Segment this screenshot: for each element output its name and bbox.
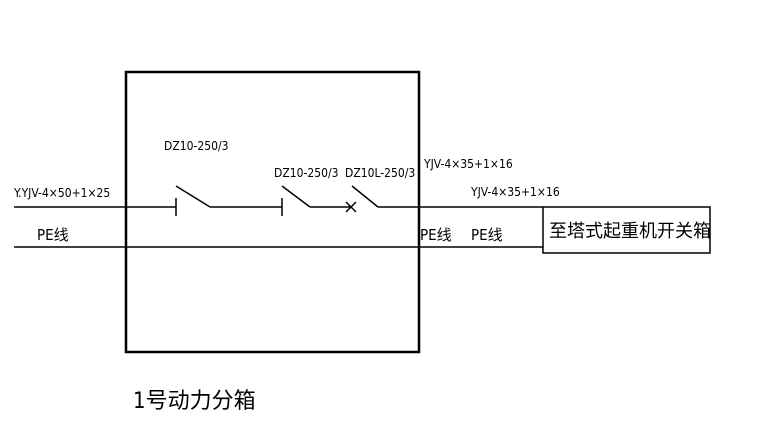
breaker-3-symbol: [345, 185, 379, 213]
breaker-3-label: DZ10L-250/3: [345, 166, 415, 180]
destination-box-label: 至塔式起重机开关箱: [549, 221, 711, 242]
breaker-2-symbol: [281, 185, 311, 216]
breaker-2-label: DZ10-250/3: [274, 166, 338, 180]
breaker-main-label: DZ10-250/3: [164, 139, 228, 153]
breaker-main-symbol: [175, 185, 211, 216]
destination-box: [542, 206, 711, 254]
pe-label-left: PE线: [37, 226, 69, 244]
distribution-box: [124, 70, 421, 354]
pe-label-right-1: PE线: [420, 226, 452, 244]
panel-title: 1号动力分箱: [133, 389, 256, 414]
outgoing-cable-label-2: YJV-4×35+1×16: [470, 185, 560, 199]
incoming-cable-label: Y.YJV-4×50+1×25: [13, 186, 110, 200]
pe-label-right-2: PE线: [471, 226, 503, 244]
outgoing-cable-label-1: YJV-4×35+1×16: [423, 157, 513, 171]
